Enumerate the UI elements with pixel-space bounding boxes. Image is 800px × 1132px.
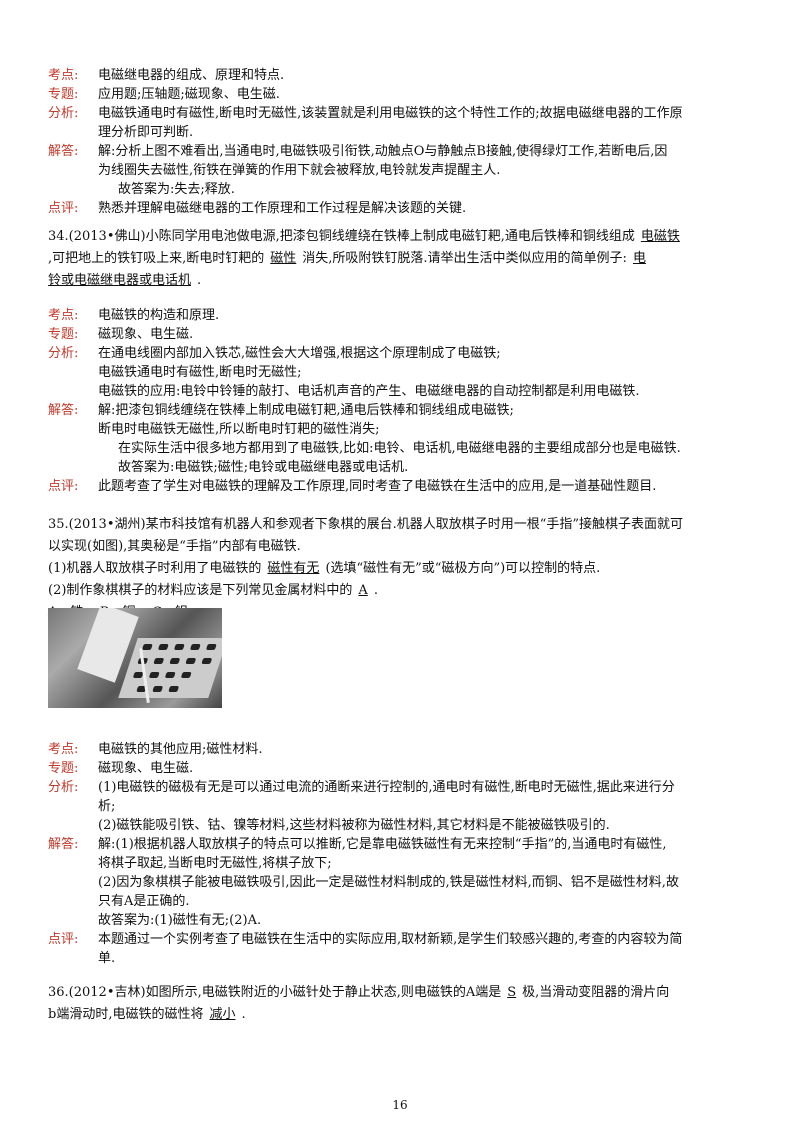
q34-answer-3: 电	[632, 251, 646, 266]
fenxi-text: 电磁铁通电时有磁性,断电时无磁性,该装置就是利用电磁铁的这个特性工作的;故据电磁…	[98, 106, 683, 121]
q35-answer-2: A	[358, 583, 368, 598]
jieda-text: 断电时电磁铁无磁性,所以断电时钉耙的磁性消失;	[98, 422, 380, 437]
fenxi-text: 电磁铁通电时有磁性,断电时无磁性;	[98, 365, 302, 380]
label-kaodian: 考点:	[48, 68, 79, 83]
label-dianping: 点评:	[48, 201, 79, 216]
label-zhuanti: 专题:	[48, 87, 79, 102]
jieda-answer: 故答案为:(1)磁性有无;(2)A.	[98, 913, 262, 928]
dianping-text: 熟悉并理解电磁继电器的工作原理和工作过程是解决该题的关键.	[98, 201, 467, 216]
q35-text: 35.(2013•湖州)某市科技馆有机器人和参观者下象棋的展台.机器人取放棋子时…	[48, 517, 683, 532]
kaodian-text: 电磁铁的构造和原理.	[98, 308, 220, 323]
label-fenxi: 分析:	[48, 780, 79, 795]
question-34: 34.(2013•佛山)小陈同学用电池做电源,把漆包铜线缠绕在铁棒上制成电磁钉耙…	[48, 226, 756, 292]
q34-text: 34.(2013•佛山)小陈同学用电池做电源,把漆包铜线缠绕在铁棒上制成电磁钉耙…	[48, 229, 635, 244]
label-zhuanti: 专题:	[48, 327, 79, 342]
kaodian-text: 电磁继电器的组成、原理和特点.	[98, 68, 285, 83]
q35-text: 以实现(如图),其奥秘是“手指”内部有电磁铁.	[48, 539, 301, 554]
q36-text: 36.(2012•吉林)如图所示,电磁铁附近的小磁针处于静止状态,则电磁铁的A端…	[48, 985, 502, 1000]
fenxi-text: 在通电线圈内部加入铁芯,磁性会大大增强,根据这个原理制成了电磁铁;	[98, 346, 501, 361]
label-zhuanti: 专题:	[48, 761, 79, 776]
solution-block-35: 考点: 电磁铁的其他应用;磁性材料. 专题: 磁现象、电生磁. 分析: (1)电磁铁的…	[48, 740, 756, 968]
label-fenxi: 分析:	[48, 106, 79, 121]
fenxi-text: (2)磁铁能吸引铁、钴、镍等材料,这些材料被称为磁性材料,其它材料是不能被磁铁吸…	[98, 818, 610, 833]
chessboard-image	[118, 638, 222, 698]
robot-chess-photo	[48, 608, 222, 708]
q35-sub2-text: (2)制作象棋棋子的材料应该是下列常见金属材料中的	[48, 583, 353, 598]
label-jieda: 解答:	[48, 837, 79, 852]
q35-sub2-text: .	[373, 583, 378, 598]
kaodian-text: 电磁铁的其他应用;磁性材料.	[98, 742, 263, 757]
jieda-text: 在实际生活中很多地方都用到了电磁铁,比如:电铃、电话机,电磁继电器的主要组成部分…	[118, 441, 681, 456]
q34-answer-3: 铃或电磁继电器或电话机	[48, 273, 192, 288]
q36-answer-2: 减小	[209, 1007, 236, 1022]
label-jieda: 解答:	[48, 144, 79, 159]
q34-text: .	[197, 273, 202, 288]
solution-block-33: 考点: 电磁继电器的组成、原理和特点. 专题: 应用题;压轴题;磁现象、电生磁. 分…	[48, 66, 756, 218]
jieda-text: 只有A是正确的.	[98, 894, 190, 909]
jieda-text: 将棋子取起,当断电时无磁性,将棋子放下;	[98, 856, 332, 871]
jieda-text: 解:把漆包铜线缠绕在铁棒上制成电磁钉耙,通电后铁棒和铜线组成电磁铁;	[98, 403, 514, 418]
q36-text: .	[241, 1007, 246, 1022]
dianping-text: 单.	[98, 951, 116, 966]
zhuanti-text: 磁现象、电生磁.	[98, 327, 194, 342]
jieda-text: (2)因为象棋棋子能被电磁铁吸引,因此一定是磁性材料制成的,铁是磁性材料,而铜、…	[98, 875, 679, 890]
q36-text: 极,当滑动变阻器的滑片向	[522, 985, 670, 1000]
jieda-answer: 故答案为:电磁铁;磁性;电铃或电磁继电器或电话机.	[118, 460, 409, 475]
dianping-text: 此题考查了学生对电磁铁的理解及工作原理,同时考查了电磁铁在生活中的应用,是一道基…	[98, 479, 657, 494]
solution-block-34: 考点: 电磁铁的构造和原理. 专题: 磁现象、电生磁. 分析: 在通电线圈内部加入铁芯…	[48, 306, 756, 496]
q35-sub1-text: (选填“磁性有无”或“磁极方向”)可以控制的特点.	[325, 561, 601, 576]
zhuanti-text: 应用题;压轴题;磁现象、电生磁.	[98, 87, 280, 102]
label-jieda: 解答:	[48, 403, 79, 418]
fenxi-text: (1)电磁铁的磁极有无是可以通过电流的通断来进行控制的,通电时有磁性,断电时无磁…	[98, 780, 675, 795]
dianping-text: 本题通过一个实例考查了电磁铁在生活中的实际应用,取材新颖,是学生们较感兴趣的,考…	[98, 932, 683, 947]
label-kaodian: 考点:	[48, 308, 79, 323]
q35-answer-1: 磁性有无	[267, 561, 320, 576]
fenxi-text: 电磁铁的应用:电铃中铃锤的敲打、电话机声音的产生、电磁继电器的自动控制都是利用电…	[98, 384, 640, 399]
label-dianping: 点评:	[48, 479, 79, 494]
q34-text: 消失,所吸附铁钉脱落.请举出生活中类似应用的简单例子:	[302, 251, 627, 266]
q36-text: b端滑动时,电磁铁的磁性将	[48, 1007, 204, 1022]
jieda-answer: 故答案为:失去;释放.	[118, 182, 235, 197]
question-36: 36.(2012•吉林)如图所示,电磁铁附近的小磁针处于静止状态,则电磁铁的A端…	[48, 982, 756, 1026]
jieda-text: 解:分析上图不难看出,当通电时,电磁铁吸引衔铁,动触点O与静触点B接触,使得绿灯…	[98, 144, 668, 159]
page-number: 16	[392, 1098, 408, 1112]
q34-text: ,可把地上的铁钉吸上来,断电时钉耙的	[48, 251, 265, 266]
jieda-text: 解:(1)根据机器人取放棋子的特点可以推断,它是靠电磁铁磁性有无来控制“手指”的…	[98, 837, 667, 852]
q34-answer-2: 磁性	[270, 251, 297, 266]
jieda-text: 为线圈失去磁性,衔铁在弹簧的作用下就会被释放,电铃就发声提醒主人.	[98, 163, 501, 178]
fenxi-text: 析;	[98, 799, 116, 814]
q36-answer-1: S	[507, 985, 517, 1000]
fenxi-text: 理分析即可判断.	[98, 125, 194, 140]
label-kaodian: 考点:	[48, 742, 79, 757]
label-fenxi: 分析:	[48, 346, 79, 361]
q34-answer-1: 电磁铁	[640, 229, 680, 244]
q35-sub1-text: (1)机器人取放棋子时利用了电磁铁的	[48, 561, 262, 576]
label-dianping: 点评:	[48, 932, 79, 947]
zhuanti-text: 磁现象、电生磁.	[98, 761, 194, 776]
